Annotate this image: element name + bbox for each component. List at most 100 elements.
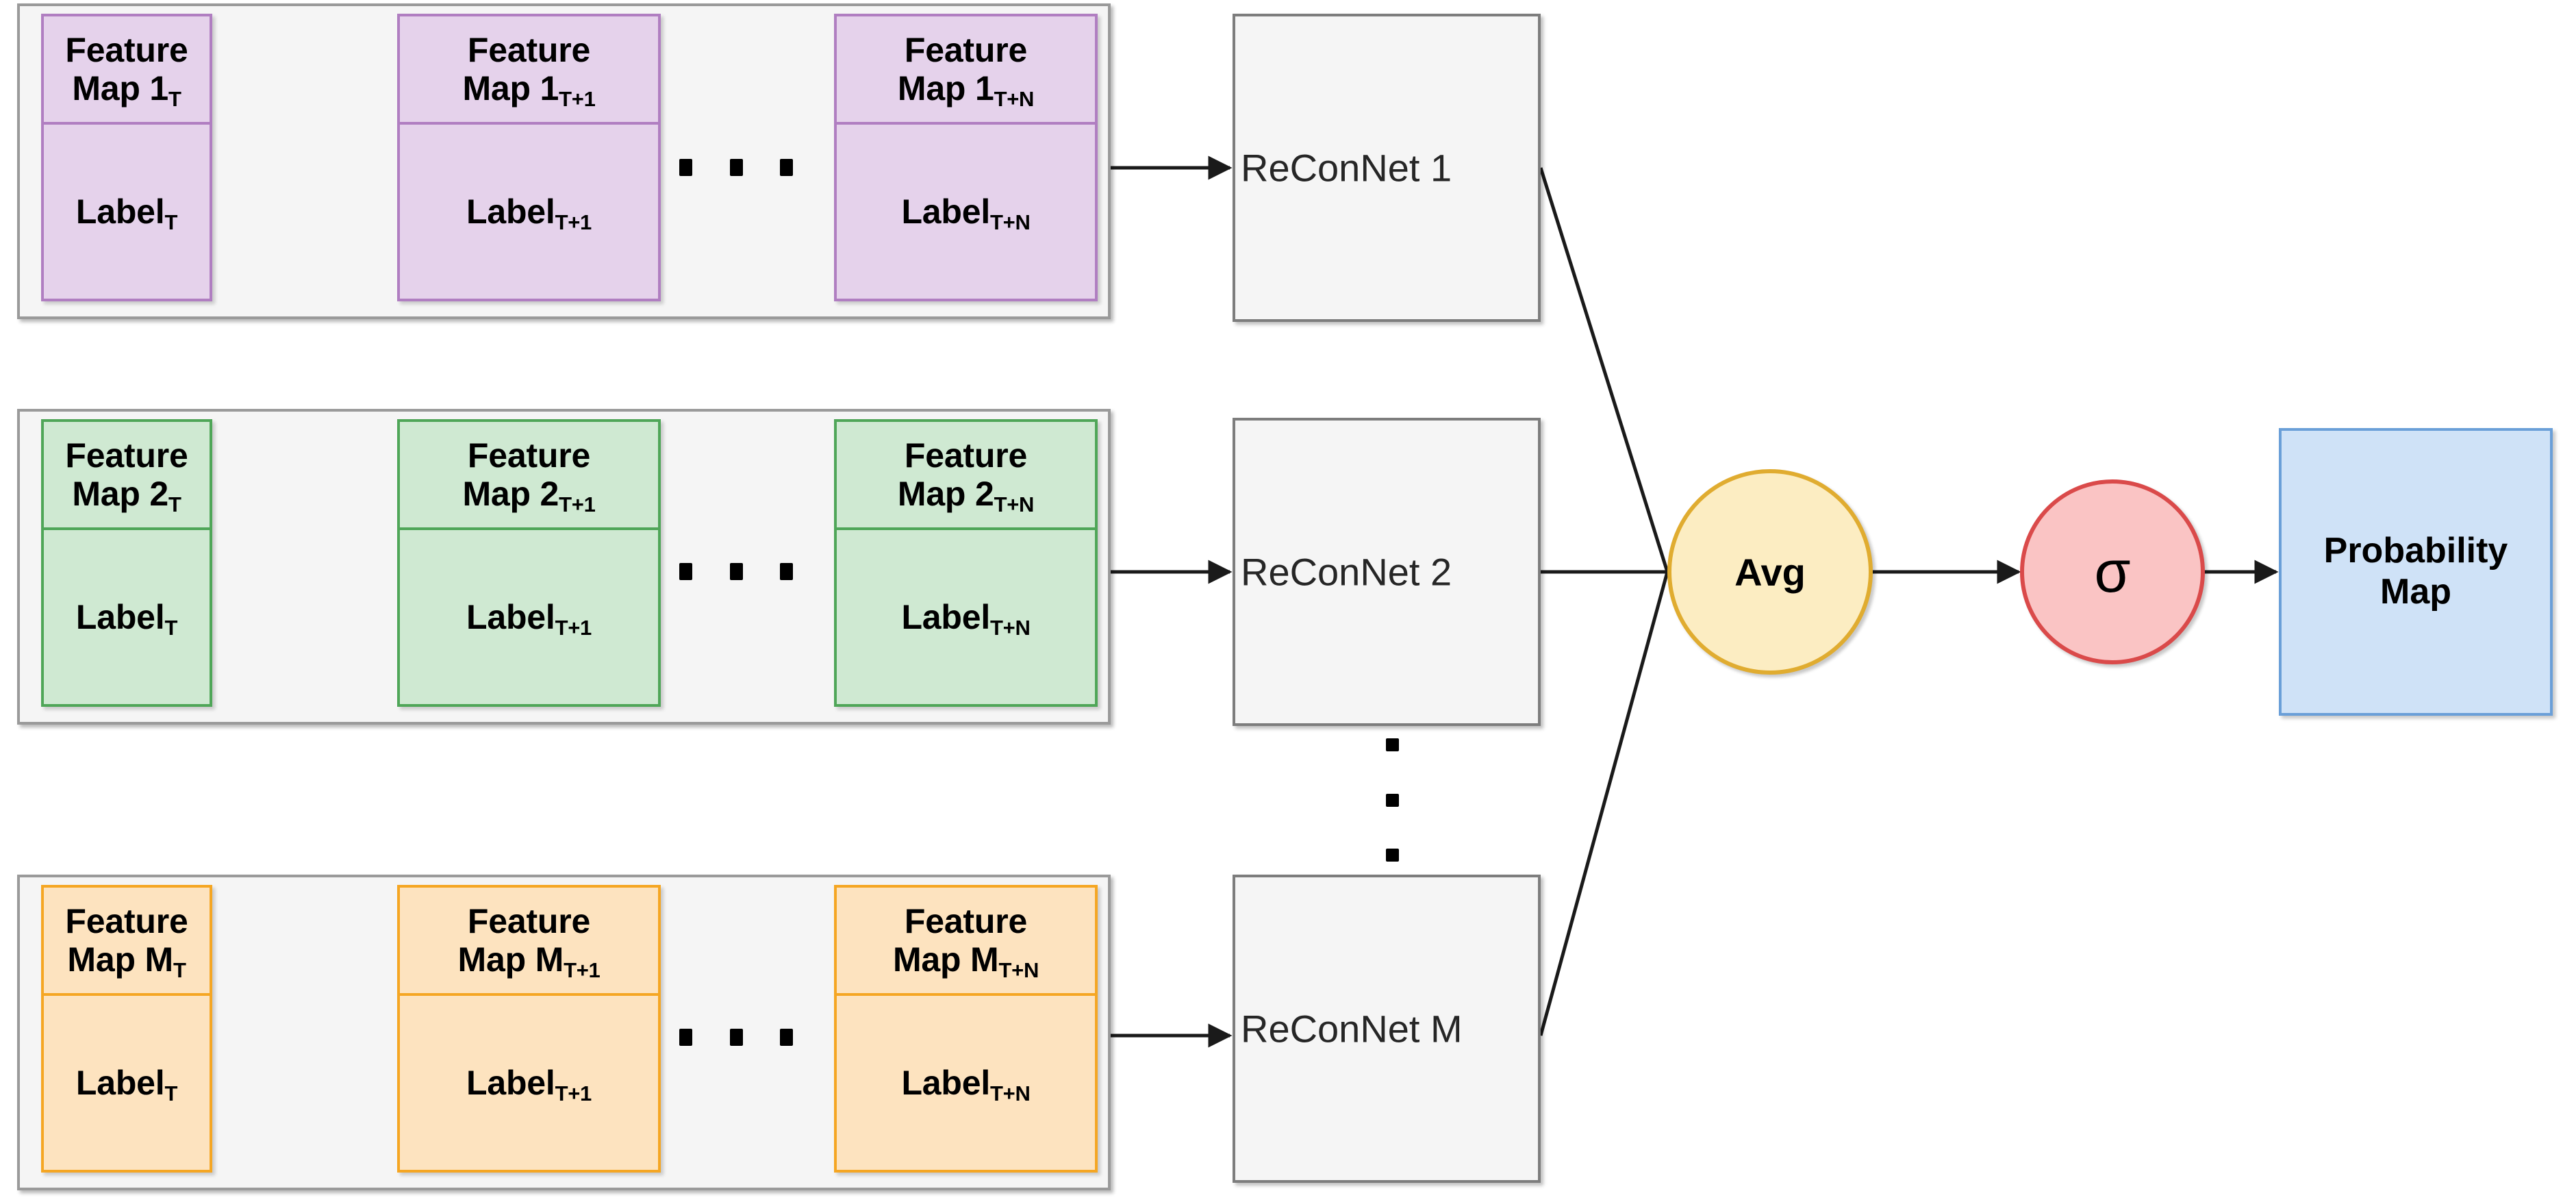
feature-map-line2: Map M xyxy=(457,940,564,979)
feature-map-line2: Map 2 xyxy=(897,475,994,513)
feature-map-line1: Feature xyxy=(904,902,1028,940)
feature-map-line1: Feature xyxy=(65,31,188,69)
feature-map-line1: Feature xyxy=(467,31,591,69)
feature-map-subscript: T xyxy=(168,492,181,517)
feature-card-label: LabelT+1 xyxy=(397,529,661,707)
stream-1-horizontal-ellipsis xyxy=(679,159,793,176)
feature-card-label: LabelT+1 xyxy=(397,123,661,301)
edge-net1-to-avg xyxy=(1539,167,1669,573)
label-subscript: T+1 xyxy=(555,1081,592,1106)
avg-label: Avg xyxy=(1734,550,1806,594)
label-text: Label xyxy=(75,1064,165,1102)
label-text: Label xyxy=(901,1064,991,1102)
feature-map-title: Feature Map MT+1 xyxy=(397,885,661,994)
ellipsis-dot xyxy=(780,1029,793,1046)
feature-card-2-TN[interactable]: Feature Map 2T+N LabelT+N xyxy=(834,419,1098,707)
feature-map-line2: Map M xyxy=(892,940,999,979)
feature-map-line1: Feature xyxy=(904,31,1028,69)
stream-m-horizontal-ellipsis xyxy=(679,1029,793,1046)
feature-card-2-T[interactable]: Feature Map 2T LabelT xyxy=(41,419,212,707)
feature-map-line1: Feature xyxy=(65,436,188,475)
feature-card-m-T1[interactable]: Feature Map MT+1 LabelT+1 xyxy=(397,885,661,1173)
reconnet-1-label: ReConNet 1 xyxy=(1241,146,1452,190)
ellipsis-dot xyxy=(1386,849,1399,862)
label-text: Label xyxy=(466,598,555,636)
feature-map-line2: Map M xyxy=(67,940,173,979)
probability-map-box[interactable]: Probability Map xyxy=(2279,428,2553,716)
label-text: Label xyxy=(75,598,165,636)
probability-map-line1: Probability xyxy=(2323,531,2508,571)
label-subscript: T xyxy=(164,1081,178,1106)
ellipsis-dot xyxy=(780,563,793,580)
reconnet-2-box[interactable]: ReConNet 2 xyxy=(1233,418,1541,726)
feature-map-line1: Feature xyxy=(467,436,591,475)
feature-map-subscript: T xyxy=(168,87,181,112)
ellipsis-dot xyxy=(729,159,743,176)
feature-map-subscript: T+N xyxy=(994,87,1035,112)
label-text: Label xyxy=(75,192,165,231)
ellipsis-dot xyxy=(679,1029,692,1046)
label-subscript: T+1 xyxy=(555,210,592,235)
label-text: Label xyxy=(466,1064,555,1102)
feature-card-label: LabelT+N xyxy=(834,994,1098,1173)
ellipsis-dot xyxy=(679,563,692,580)
feature-map-title: Feature Map 1T+1 xyxy=(397,14,661,123)
feature-map-line1: Feature xyxy=(904,436,1028,475)
feature-card-2-T1[interactable]: Feature Map 2T+1 LabelT+1 xyxy=(397,419,661,707)
sigma-label: σ xyxy=(2094,538,2131,605)
feature-map-line1: Feature xyxy=(65,902,188,940)
feature-map-title: Feature Map MT+N xyxy=(834,885,1098,994)
feature-card-label: LabelT+N xyxy=(834,529,1098,707)
label-subscript: T xyxy=(164,210,178,235)
sigmoid-node[interactable]: σ xyxy=(2020,479,2205,664)
ellipsis-dot xyxy=(1386,738,1399,751)
feature-card-label: LabelT xyxy=(41,123,212,301)
reconnet-m-label: ReConNet M xyxy=(1241,1007,1463,1051)
feature-card-1-TN[interactable]: Feature Map 1T+N LabelT+N xyxy=(834,14,1098,301)
avg-node[interactable]: Avg xyxy=(1667,469,1873,675)
ellipsis-dot xyxy=(780,159,793,176)
feature-map-title: Feature Map 1T+N xyxy=(834,14,1098,123)
label-text: Label xyxy=(901,598,991,636)
label-subscript: T xyxy=(164,616,178,640)
ellipsis-dot xyxy=(1386,793,1399,807)
ellipsis-dot xyxy=(679,159,692,176)
feature-map-line2: Map 1 xyxy=(897,69,994,108)
feature-map-subscript: T+1 xyxy=(559,87,596,112)
feature-card-1-T1[interactable]: Feature Map 1T+1 LabelT+1 xyxy=(397,14,661,301)
feature-card-1-T[interactable]: Feature Map 1T LabelT xyxy=(41,14,212,301)
label-subscript: T+N xyxy=(990,616,1031,640)
reconnet-2-label: ReConNet 2 xyxy=(1241,550,1452,594)
feature-map-title: Feature Map 2T xyxy=(41,419,212,529)
feature-map-line2: Map 1 xyxy=(72,69,169,108)
feature-map-subscript: T+1 xyxy=(564,958,601,983)
feature-map-subscript: T+N xyxy=(994,492,1035,517)
probability-map-line2: Map xyxy=(2380,572,2451,612)
reconnet-m-box[interactable]: ReConNet M xyxy=(1233,875,1541,1183)
edge-netm-to-avg xyxy=(1539,571,1669,1036)
feature-card-m-T[interactable]: Feature Map MT LabelT xyxy=(41,885,212,1173)
feature-card-label: LabelT xyxy=(41,529,212,707)
ellipsis-dot xyxy=(729,563,743,580)
label-subscript: T+N xyxy=(990,210,1031,235)
feature-map-line2: Map 1 xyxy=(462,69,559,108)
label-subscript: T+N xyxy=(990,1081,1031,1106)
stream-2-horizontal-ellipsis xyxy=(679,563,793,580)
reconnet-1-box[interactable]: ReConNet 1 xyxy=(1233,14,1541,322)
label-subscript: T+1 xyxy=(555,616,592,640)
feature-map-line1: Feature xyxy=(467,902,591,940)
ellipsis-dot xyxy=(729,1029,743,1046)
feature-card-label: LabelT xyxy=(41,994,212,1173)
feature-map-subscript: T+N xyxy=(998,958,1039,983)
feature-map-line2: Map 2 xyxy=(72,475,169,513)
feature-card-m-TN[interactable]: Feature Map MT+N LabelT+N xyxy=(834,885,1098,1173)
feature-map-title: Feature Map 2T+N xyxy=(834,419,1098,529)
label-text: Label xyxy=(901,192,991,231)
reconnet-vertical-ellipsis xyxy=(1386,738,1399,862)
feature-card-label: LabelT+1 xyxy=(397,994,661,1173)
feature-map-title: Feature Map MT xyxy=(41,885,212,994)
feature-map-title: Feature Map 1T xyxy=(41,14,212,123)
label-text: Label xyxy=(466,192,555,231)
feature-map-subscript: T xyxy=(173,958,186,983)
